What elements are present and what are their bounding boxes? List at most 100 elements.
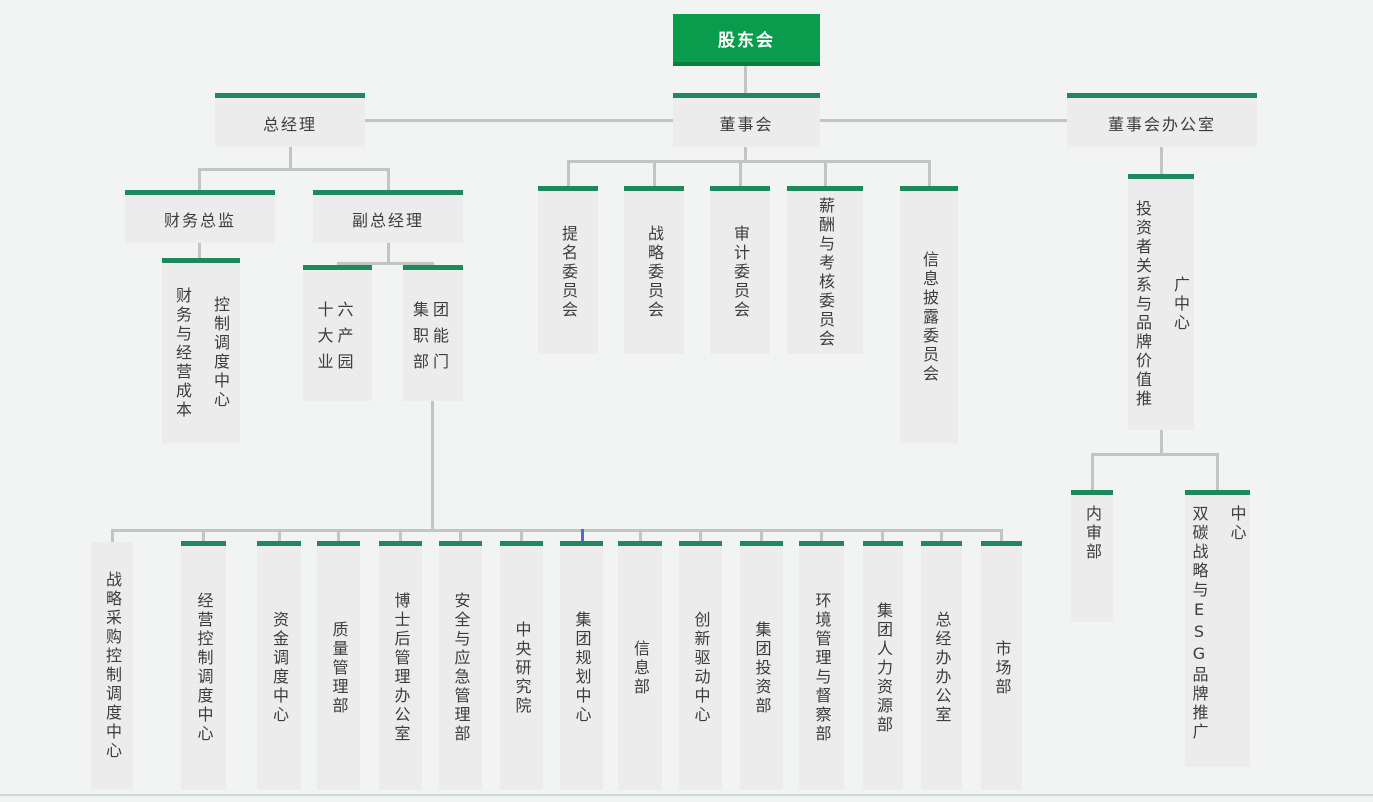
connector-line <box>881 529 884 542</box>
node-label: 市场部 <box>992 639 1012 697</box>
connector-line <box>1000 529 1003 542</box>
connector-line <box>820 529 823 542</box>
node-label: 环境管理与督察部 <box>812 592 832 744</box>
node-label: 总经理 <box>262 114 317 134</box>
node-label: 双碳战略与ESG品牌推广 中心 <box>1189 505 1247 742</box>
node-label: 信息披露委员会 <box>920 250 939 384</box>
node-internal-audit-dept[interactable]: 内审部 <box>1071 490 1113 622</box>
node-label: 资金调度中心 <box>270 611 289 725</box>
node-innovation-drive-center[interactable]: 创新驱动中心 <box>679 541 722 790</box>
node-central-research-institute[interactable]: 中央研究院 <box>500 541 543 790</box>
node-label: 董事会 <box>719 114 774 134</box>
connector-line <box>198 243 201 258</box>
connector-line <box>399 529 402 542</box>
node-label: 内审部 <box>1083 505 1102 562</box>
node-label: 经营控制调度中心 <box>194 592 214 744</box>
connector-line <box>1091 453 1219 456</box>
node-deputy-general-manager[interactable]: 副总经理 <box>313 190 463 243</box>
connector-line <box>567 160 570 186</box>
node-finance-cost-control-center[interactable]: 财务与经营成本 控制调度中心 <box>162 258 240 443</box>
node-information-disclosure-committee[interactable]: 信息披露委员会 <box>900 186 958 443</box>
node-label: 十六大产业园 <box>317 299 358 371</box>
node-capital-dispatch-center[interactable]: 资金调度中心 <box>257 541 301 790</box>
node-label: 集团职能部门 <box>412 299 453 371</box>
node-label: 投资者关系与品牌价值推 广中心 <box>1133 200 1190 409</box>
node-label: 信息部 <box>631 639 650 697</box>
node-label: 创新驱动中心 <box>691 611 711 725</box>
connector-line <box>111 529 114 542</box>
connector-line <box>198 168 201 190</box>
connector-line <box>699 529 702 542</box>
node-nomination-committee[interactable]: 提名委员会 <box>538 186 598 354</box>
node-quality-management-dept[interactable]: 质量管理部 <box>317 541 360 790</box>
node-investor-relations-brand-center[interactable]: 投资者关系与品牌价值推 广中心 <box>1128 174 1194 430</box>
node-remuneration-appraisal-committee[interactable]: 薪酬与考核委员会 <box>787 186 863 354</box>
connector-line <box>1216 453 1219 491</box>
connector-line <box>928 160 931 186</box>
node-label: 中央研究院 <box>512 620 532 716</box>
node-label: 集团规划中心 <box>572 611 592 725</box>
node-label: 战略采购控制调度中心 <box>103 570 122 761</box>
node-label: 集团人力资源部 <box>874 601 893 735</box>
node-environment-supervision-dept[interactable]: 环境管理与督察部 <box>799 541 844 790</box>
connector-line <box>202 529 205 542</box>
node-label: 战略委员会 <box>645 225 664 320</box>
node-shareholders-meeting[interactable]: 股东会 <box>673 14 820 66</box>
node-label: 财务与经营成本 控制调度中心 <box>173 286 230 420</box>
connector-line <box>1091 453 1094 491</box>
node-strategy-committee[interactable]: 战略委员会 <box>624 186 684 354</box>
connector-line <box>387 168 390 190</box>
connector-line <box>639 529 642 542</box>
connector-line <box>459 529 462 542</box>
node-safety-emergency-dept[interactable]: 安全与应急管理部 <box>439 541 482 790</box>
node-label: 副总经理 <box>351 211 424 230</box>
connector-line <box>337 529 340 542</box>
node-strategic-procurement-control-center[interactable]: 战略采购控制调度中心 <box>91 542 133 789</box>
node-label: 提名委员会 <box>559 225 578 320</box>
connector-line <box>940 529 943 542</box>
node-label: 薪酬与考核委员会 <box>816 196 835 349</box>
connector-line <box>744 147 747 162</box>
node-label: 质量管理部 <box>329 620 349 716</box>
connector-line <box>739 160 742 186</box>
connector-line <box>431 401 434 531</box>
node-group-hr-dept[interactable]: 集团人力资源部 <box>863 541 903 790</box>
node-group-planning-center[interactable]: 集团规划中心 <box>560 541 603 790</box>
node-cfo[interactable]: 财务总监 <box>125 190 275 243</box>
node-audit-committee[interactable]: 审计委员会 <box>710 186 770 354</box>
node-label: 集团投资部 <box>752 620 772 716</box>
node-operation-control-center[interactable]: 经营控制调度中心 <box>181 541 226 790</box>
node-label: 博士后管理办公室 <box>391 592 411 744</box>
node-gm-office[interactable]: 总经办办公室 <box>921 541 962 790</box>
node-group-investment-dept[interactable]: 集团投资部 <box>740 541 783 790</box>
connector-line-blue <box>581 529 584 542</box>
connector-line <box>520 529 523 542</box>
connector-line <box>198 168 390 171</box>
connector-line <box>111 529 1003 532</box>
node-dual-carbon-esg-center[interactable]: 双碳战略与ESG品牌推广 中心 <box>1185 490 1250 767</box>
node-postdoctoral-office[interactable]: 博士后管理办公室 <box>379 541 422 790</box>
node-label: 董事会办公室 <box>1107 114 1216 134</box>
connector-line <box>289 147 292 170</box>
node-board-of-directors[interactable]: 董事会 <box>673 93 820 147</box>
connector-line <box>1160 147 1163 174</box>
node-label: 审计委员会 <box>731 225 750 320</box>
node-board-office[interactable]: 董事会办公室 <box>1067 93 1257 147</box>
connector-line <box>1160 430 1163 455</box>
connector-line <box>760 529 763 542</box>
node-group-functional-departments[interactable]: 集团职能部门 <box>403 265 463 401</box>
connector-line <box>653 160 656 186</box>
node-label: 股东会 <box>718 30 775 51</box>
node-sixteen-industrial-parks[interactable]: 十六大产业园 <box>303 265 372 401</box>
connector-line <box>337 262 434 265</box>
node-marketing-dept[interactable]: 市场部 <box>981 541 1022 790</box>
node-general-manager[interactable]: 总经理 <box>215 93 365 147</box>
connector-line <box>387 243 390 262</box>
connector-line <box>567 160 931 163</box>
node-label: 安全与应急管理部 <box>451 592 471 744</box>
connector-line <box>744 66 747 93</box>
connector-line <box>824 160 827 186</box>
connector-line <box>278 529 281 542</box>
node-information-dept[interactable]: 信息部 <box>618 541 662 790</box>
